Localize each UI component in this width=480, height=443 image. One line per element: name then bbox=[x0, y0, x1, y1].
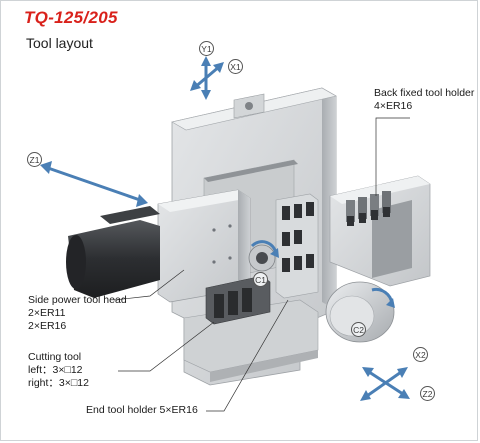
axis-z2-badge: Z2 bbox=[420, 386, 435, 401]
page-subtitle: Tool layout bbox=[26, 35, 93, 51]
label-back-holder-line1: Back fixed tool holder bbox=[374, 87, 475, 99]
label-side-power-tool-head: Side power tool head 2×ER11 2×ER16 bbox=[28, 294, 127, 333]
axis-z1-badge: Z1 bbox=[27, 152, 42, 167]
label-back-fixed-tool-holder: Back fixed tool holder 4×ER16 bbox=[374, 87, 474, 113]
back-fixed-tool-holder bbox=[329, 175, 431, 287]
label-cutting-line3: right：3×□12 bbox=[28, 377, 89, 389]
axis-x1-badge: X1 bbox=[228, 59, 243, 74]
label-side-head-line2: 2×ER11 bbox=[28, 307, 66, 319]
cutting-tool-block bbox=[205, 275, 271, 325]
axis-arrows bbox=[40, 56, 410, 401]
label-cutting-tool: Cutting tool left：3×□12 right：3×□12 bbox=[28, 351, 89, 390]
label-cutting-line2: left：3×□12 bbox=[28, 364, 83, 376]
label-cutting-line1: Cutting tool bbox=[28, 351, 82, 363]
side-power-tool-head bbox=[157, 189, 276, 303]
label-end-tool-holder: End tool holder 5×ER16 bbox=[86, 404, 198, 416]
label-back-holder-line2: 4×ER16 bbox=[374, 100, 413, 112]
label-side-head-line1: Side power tool head bbox=[28, 294, 127, 306]
end-tool-holder bbox=[275, 193, 319, 299]
label-side-head-line3: 2×ER16 bbox=[28, 320, 67, 332]
leader-lines bbox=[113, 117, 410, 412]
rotation-arrowheads bbox=[270, 248, 395, 308]
axis-c2-badge: C2 bbox=[351, 322, 366, 337]
page-title: TQ-125/205 bbox=[24, 8, 118, 27]
axis-y1-badge: Y1 bbox=[199, 41, 214, 56]
motor bbox=[66, 206, 160, 298]
axis-x2-badge: X2 bbox=[413, 347, 428, 362]
axis-c1-badge: C1 bbox=[253, 272, 268, 287]
